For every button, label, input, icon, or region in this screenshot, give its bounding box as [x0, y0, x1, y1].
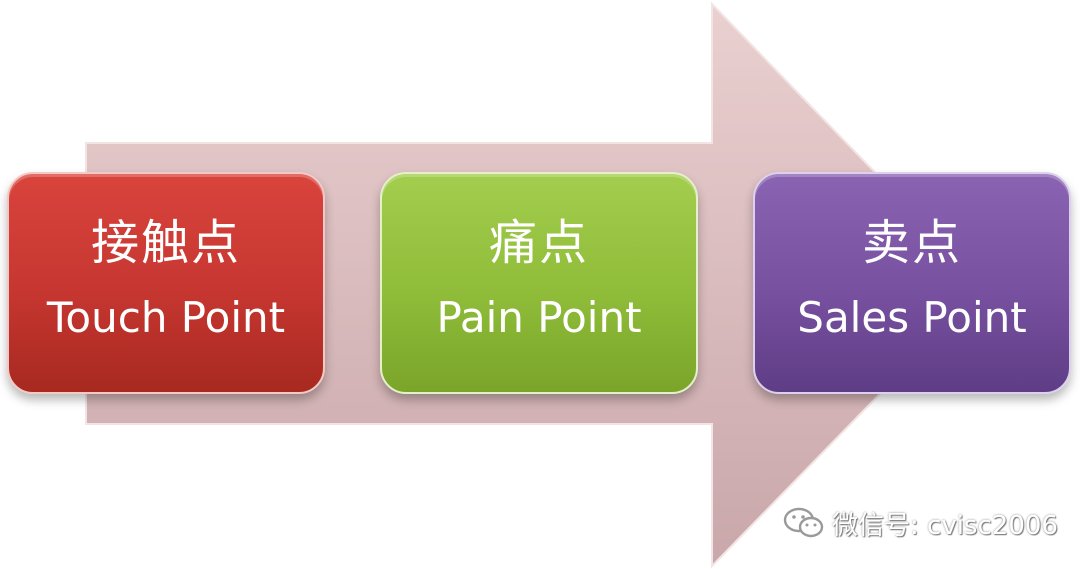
touch-point-english-label: Touch Point: [46, 293, 286, 342]
touch-point-box: 接触点 Touch Point: [7, 172, 325, 394]
watermark-text: 微信号: cvisc2006: [832, 510, 1058, 541]
sales-point-english-label: Sales Point: [797, 293, 1027, 342]
sales-point-box: 卖点 Sales Point: [753, 172, 1071, 394]
sales-point-chinese-label: 卖点: [861, 215, 962, 271]
pain-point-chinese-label: 痛点: [488, 215, 589, 271]
pain-point-box: 痛点 Pain Point: [380, 172, 698, 394]
wechat-watermark: 微信号: cvisc2006: [782, 503, 1058, 543]
touch-point-chinese-label: 接触点: [90, 215, 241, 271]
wechat-icon: [783, 507, 824, 538]
pain-point-english-label: Pain Point: [436, 293, 642, 342]
